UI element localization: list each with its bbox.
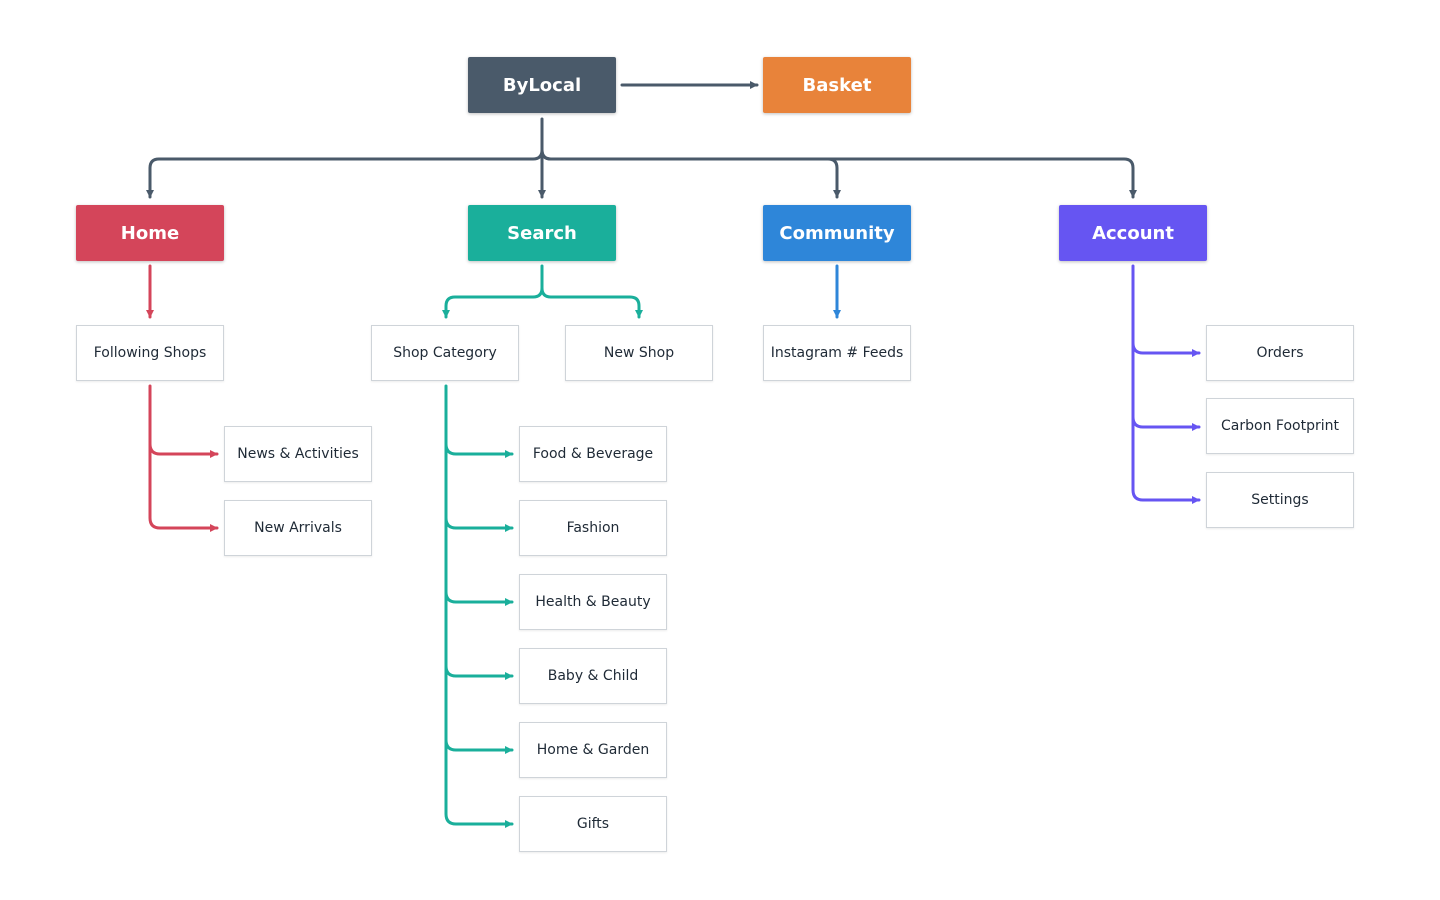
node-news-activities[interactable]: News & Activities xyxy=(224,426,372,482)
node-following-shops[interactable]: Following Shops xyxy=(76,325,224,381)
node-shop-category[interactable]: Shop Category xyxy=(371,325,519,381)
edge-category-home-garden xyxy=(444,658,514,754)
node-fashion[interactable]: Fashion xyxy=(519,500,667,556)
edge-bylocal-home xyxy=(146,148,544,199)
node-health-beauty[interactable]: Health & Beauty xyxy=(519,574,667,630)
node-home-garden[interactable]: Home & Garden xyxy=(519,722,667,778)
node-gifts[interactable]: Gifts xyxy=(519,796,667,852)
edge-bylocal-account xyxy=(540,148,1137,199)
edge-search-category xyxy=(442,286,544,319)
node-home[interactable]: Home xyxy=(76,205,224,261)
node-new-arrivals[interactable]: New Arrivals xyxy=(224,500,372,556)
edge-search-newshop xyxy=(540,286,643,319)
node-basket[interactable]: Basket xyxy=(763,57,911,113)
edge-account-settings xyxy=(1131,408,1201,504)
edge-following-arrivals xyxy=(148,438,219,532)
edge-category-gifts xyxy=(444,728,514,828)
node-community[interactable]: Community xyxy=(763,205,911,261)
node-account[interactable]: Account xyxy=(1059,205,1207,261)
node-search[interactable]: Search xyxy=(468,205,616,261)
node-carbon-footprint[interactable]: Carbon Footprint xyxy=(1206,398,1354,454)
node-new-shop[interactable]: New Shop xyxy=(565,325,713,381)
node-settings[interactable]: Settings xyxy=(1206,472,1354,528)
node-orders[interactable]: Orders xyxy=(1206,325,1354,381)
edge-category-food xyxy=(444,384,514,458)
edge-following-news xyxy=(148,384,219,458)
edge-category-health xyxy=(444,508,514,606)
node-baby-child[interactable]: Baby & Child xyxy=(519,648,667,704)
node-food-beverage[interactable]: Food & Beverage xyxy=(519,426,667,482)
node-instagram-feeds[interactable]: Instagram # Feeds xyxy=(763,325,911,381)
node-bylocal[interactable]: ByLocal xyxy=(468,57,616,113)
edge-account-orders xyxy=(1131,264,1201,357)
edge-bylocal-community xyxy=(540,148,841,199)
